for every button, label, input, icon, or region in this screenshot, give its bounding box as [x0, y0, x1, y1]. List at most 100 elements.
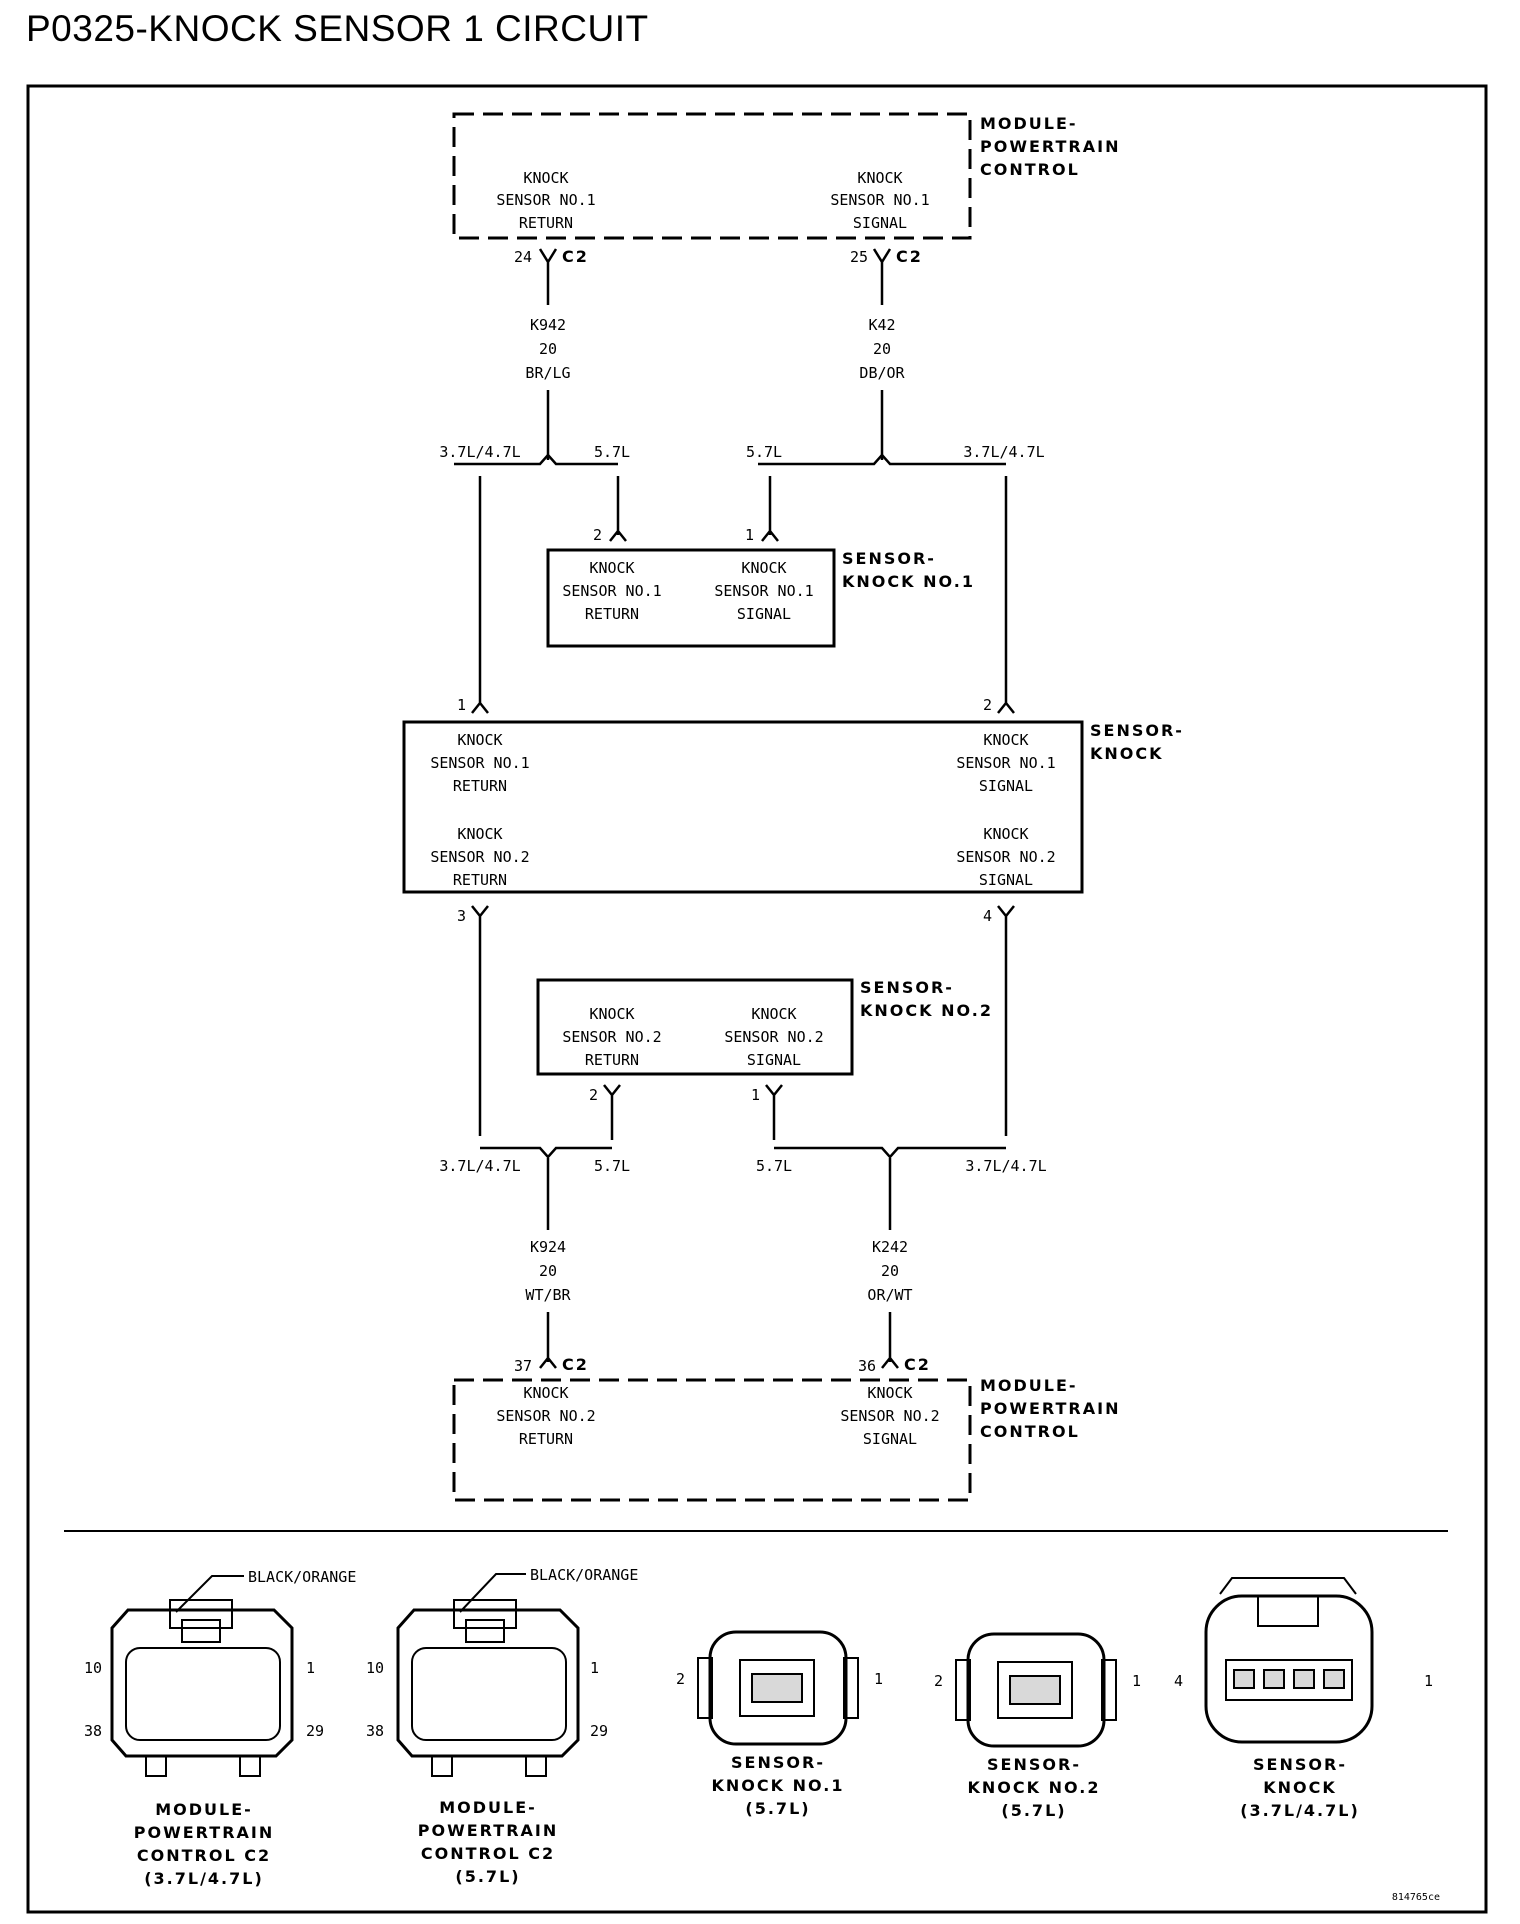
pcm-top-name-2: POWERTRAIN [980, 137, 1120, 156]
wire-k924-gauge: 20 [539, 1262, 557, 1280]
c5-pin-1: 1 [1424, 1672, 1433, 1690]
c2-pin-10: 10 [366, 1659, 384, 1677]
wire-k924-color: WT/BR [525, 1286, 571, 1304]
page-title: P0325-KNOCK SENSOR 1 CIRCUIT [26, 8, 649, 49]
callout-1-line [175, 1575, 244, 1613]
pcm-bottom-right-pin-2: SENSOR NO.2 [840, 1407, 939, 1425]
split-bottom-a: 3.7L/4.7L [439, 1157, 520, 1175]
pcm-top-right-cavity: 25 [850, 248, 868, 266]
c3-window [739, 1659, 815, 1717]
c3-ear-l [697, 1657, 713, 1719]
sensor2-box [536, 978, 854, 1076]
c5-body [1204, 1594, 1374, 1744]
c2-caption-1: MODULE- [439, 1798, 537, 1817]
sensor2-name-1: SENSOR- [860, 978, 954, 997]
connector-sensor-knock-no2: 2 1 SENSOR- KNOCK NO.2 (5.7L) [934, 1632, 1141, 1820]
c5-terminal-2 [1293, 1669, 1315, 1689]
pcm-bottom-name-1: MODULE- [980, 1376, 1078, 1395]
c2-body [396, 1608, 580, 1758]
pcm-bottom-left-conn: C2 [562, 1355, 589, 1374]
pcm-top-box [452, 112, 972, 240]
c5-latch [1257, 1595, 1319, 1627]
wire-k42-circuit: K42 [868, 316, 895, 334]
drop-to-s1-pin2 [609, 476, 627, 542]
sensor1-right-pin-2: SENSOR NO.1 [714, 582, 813, 600]
s2-pin1-drop [765, 1084, 783, 1140]
pcm-top: MODULE- POWERTRAIN CONTROL KNOCK SENSOR … [452, 112, 1120, 240]
c1-foot-r [239, 1755, 261, 1777]
pcm-bottom-right-pin-1: KNOCK [867, 1384, 912, 1402]
connector-pcm-c2-57: BLACK/ORANGE 10 1 38 29 MODULE- POWERTRA… [366, 1566, 638, 1886]
sensor2-right-pin-3: SIGNAL [747, 1051, 801, 1069]
figure-id: 814765ce [1392, 1892, 1440, 1903]
c5-pin-4: 4 [1174, 1672, 1183, 1690]
sensor1-left-pin-1: KNOCK [589, 559, 634, 577]
sensor1-left-pin-2: SENSOR NO.1 [562, 582, 661, 600]
c1-caption-2: POWERTRAIN [134, 1823, 274, 1842]
split-top-c: 5.7L [746, 443, 782, 461]
c5-top-hood [1219, 1577, 1357, 1595]
sensor1-name-2: KNOCK NO.1 [842, 572, 975, 591]
pcm-bottom-right-cavity: 36 [858, 1357, 876, 1375]
pcm-top-left-pin-3: RETURN [519, 214, 573, 232]
pcm-top-right-pin-2: SENSOR NO.1 [830, 191, 929, 209]
c1-latch-inner [181, 1619, 221, 1643]
pcm-bottom-left-pin-2: SENSOR NO.2 [496, 1407, 595, 1425]
wire-left-3747-lower [471, 905, 489, 1136]
pcm-top-right-pin-1: KNOCK [857, 169, 902, 187]
wire-right-3747-lower [997, 905, 1015, 1136]
c1-pin-29: 29 [306, 1722, 324, 1740]
split-bottom-right [774, 1146, 1006, 1159]
c5-terminal-4 [1233, 1669, 1255, 1689]
c4-caption-2: KNOCK NO.2 [968, 1778, 1101, 1797]
c3-caption-2: KNOCK NO.1 [712, 1776, 845, 1795]
sensor1-right-pin-1: KNOCK [741, 559, 786, 577]
wire-k242-gauge: 20 [881, 1262, 899, 1280]
c2-pin-38: 38 [366, 1722, 384, 1740]
c1-caption-4: (3.7L/4.7L) [144, 1869, 264, 1888]
pcm-top-left-cavity: 24 [514, 248, 532, 266]
pcm-bottom-left-pin-1: KNOCK [523, 1384, 568, 1402]
c4-caption-1: SENSOR- [987, 1755, 1081, 1774]
split-top-left [454, 453, 618, 466]
sk-tl-2: SENSOR NO.1 [430, 754, 529, 772]
outer-frame [26, 84, 1488, 1914]
sensor2-name-2: KNOCK NO.2 [860, 1001, 993, 1020]
split-bottom-d: 3.7L/4.7L [965, 1157, 1046, 1175]
c5-terminal-row [1225, 1659, 1353, 1701]
sk-bl-3: RETURN [453, 871, 507, 889]
s2-left-cavity: 2 [589, 1086, 598, 1104]
split-top-a: 3.7L/4.7L [439, 443, 520, 461]
pin-36-arrow [881, 1312, 899, 1369]
c2-foot-l [431, 1755, 453, 1777]
sensor1-name-1: SENSOR- [842, 549, 936, 568]
sk-cav-tl: 1 [457, 696, 466, 714]
sensor2-left-pin-1: KNOCK [589, 1005, 634, 1023]
sensor2-left-pin-3: RETURN [585, 1051, 639, 1069]
split-bottom-b: 5.7L [594, 1157, 630, 1175]
drop-to-s1-pin1 [761, 476, 779, 542]
pcm-bottom-left-cavity: 37 [514, 1357, 532, 1375]
sk-br-1: KNOCK [983, 825, 1028, 843]
pin-24-fork [538, 248, 558, 305]
pcm-bottom-right-conn: C2 [904, 1355, 931, 1374]
c3-caption-1: SENSOR- [731, 1753, 825, 1772]
sk-tl-3: RETURN [453, 777, 507, 795]
s2-pin2-drop [603, 1084, 621, 1140]
c1-foot-l [145, 1755, 167, 1777]
sensor-knock-name-1: SENSOR- [1090, 721, 1184, 740]
sk-tr-1: KNOCK [983, 731, 1028, 749]
s1-left-cavity: 2 [593, 526, 602, 544]
pcm-top-left-pin-2: SENSOR NO.1 [496, 191, 595, 209]
c2-pin-1: 1 [590, 1659, 599, 1677]
c4-window [997, 1661, 1073, 1719]
c5-caption-3: (3.7L/4.7L) [1240, 1801, 1360, 1820]
c3-caption-3: (5.7L) [745, 1799, 810, 1818]
sensor1-right-pin-3: SIGNAL [737, 605, 791, 623]
sk-tl-1: KNOCK [457, 731, 502, 749]
sensor2-left-pin-2: SENSOR NO.2 [562, 1028, 661, 1046]
sk-cav-bl: 3 [457, 907, 466, 925]
sensor1-left-pin-3: RETURN [585, 605, 639, 623]
wire-k924-circuit: K924 [530, 1238, 566, 1256]
